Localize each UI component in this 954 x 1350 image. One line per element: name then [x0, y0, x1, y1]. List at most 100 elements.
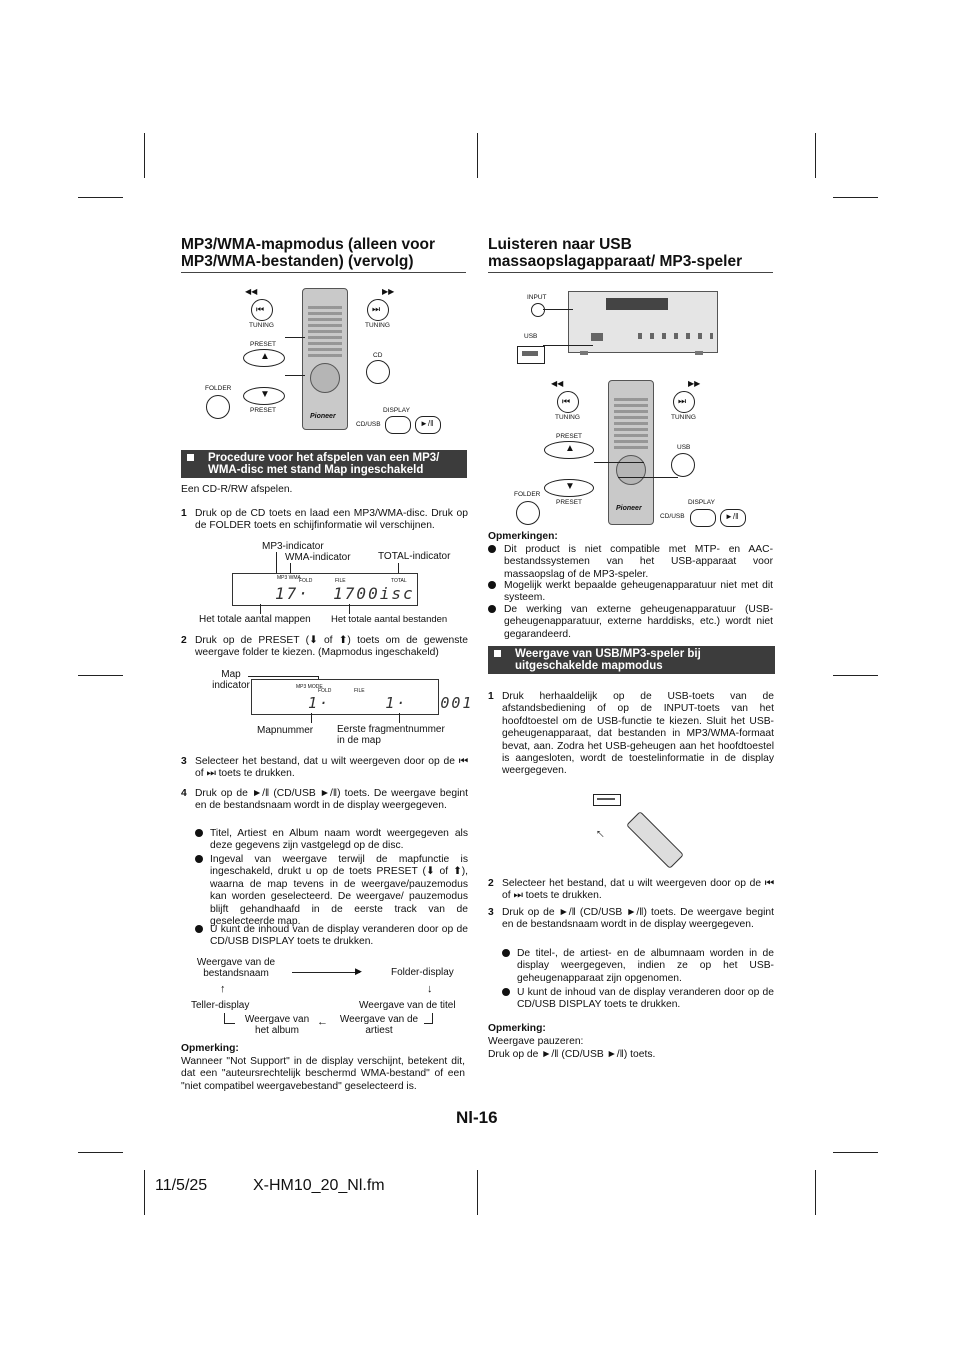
input-label: INPUT — [527, 294, 547, 301]
bullet-icon — [488, 545, 496, 553]
right-title: Luisteren naar USB massaopslagapparaat/ … — [488, 236, 743, 270]
pointer-line — [311, 713, 312, 723]
usb-stick-icon — [626, 811, 684, 869]
preset-up-button[interactable]: ▲ — [243, 349, 285, 367]
crop-mark — [833, 675, 878, 676]
folder-button[interactable] — [516, 501, 540, 525]
file-indicator: FILE — [354, 688, 365, 694]
fold-indicator: FOLD — [318, 688, 332, 694]
first-track-label: Eerste fragmentnummer in de map — [337, 724, 445, 746]
left-bullet-3: U kunt de inhoud van de display verander… — [195, 924, 468, 949]
crop-mark — [78, 197, 123, 198]
preset-up-label: PRESET — [250, 341, 277, 348]
flow-filename: Weergave van de bestandsnaam — [196, 957, 276, 979]
remote-keypad — [614, 397, 648, 452]
file-indicator: FILE — [335, 578, 346, 584]
right-step-3: 3 Druk op de ►/‖ (CD/USB ►/‖) toets. De … — [488, 907, 774, 931]
footer-filename: X-HM10_20_Nl.fm — [253, 1177, 385, 1194]
crop-mark — [144, 1170, 145, 1215]
input-button[interactable] — [531, 303, 545, 317]
rewind-arrows-icon: ◀◀ — [551, 379, 564, 388]
left-note-heading: Opmerking: — [181, 1043, 239, 1054]
left-section-bar: Procedure voor het afspelen van een MP3/… — [181, 450, 467, 478]
right-note-heading: Opmerking: — [488, 1023, 546, 1034]
crop-mark — [78, 1152, 123, 1153]
right-remote-figure: Pioneer ◀◀ ⏮ TUNING ▶▶ ⏭ TUNING PRESET ▲… — [508, 377, 758, 527]
tuning-right-button[interactable]: ⏭ — [367, 299, 389, 321]
rewind-arrows-icon: ◀◀ — [245, 287, 258, 296]
preset-up-button[interactable]: ▲ — [544, 441, 594, 459]
crop-mark — [477, 1170, 478, 1215]
mp3-wma-indicator: MP3 WMA — [277, 575, 301, 581]
right-bullet-2: U kunt de inhoud van de display verander… — [502, 987, 774, 1012]
tuning-left-button[interactable]: ⏮ — [251, 299, 273, 321]
crop-mark — [833, 1152, 878, 1153]
forward-arrows-icon: ▶▶ — [382, 287, 395, 296]
arrow-down-icon: ↓ — [427, 983, 433, 995]
right-section-bar: Weergave van USB/MP3-speler bij uitgesch… — [488, 646, 775, 674]
total-folders-label: Het totale aantal mappen — [199, 614, 311, 625]
arrow-down-icon: ▼ — [260, 389, 270, 400]
crop-mark — [144, 133, 145, 178]
preset-up-label: PRESET — [556, 433, 583, 440]
preset-down-button[interactable]: ▼ — [243, 387, 285, 405]
tuning-right-button[interactable]: ⏭ — [673, 391, 695, 413]
play-pause-button[interactable]: ►/‖ — [720, 509, 746, 527]
bullet-icon — [502, 988, 510, 996]
tuning-right-label: TUNING — [365, 322, 390, 329]
cd-button[interactable] — [366, 360, 390, 384]
folder-number-label: Mapnummer — [257, 725, 314, 736]
folder-button[interactable] — [206, 395, 230, 419]
bullet-icon — [195, 855, 203, 863]
skip-back-icon: ⏮ — [562, 396, 571, 406]
skip-forward-icon: ⏭ — [372, 304, 381, 314]
wma-indicator-label: WMA-indicator — [285, 552, 351, 563]
pointer-line — [285, 337, 305, 338]
arrow-left-icon: ← — [317, 1016, 328, 1028]
tuning-left-label: TUNING — [249, 322, 274, 329]
tuning-right-label: TUNING — [671, 414, 696, 421]
usb-stick-figure: ↑ — [590, 790, 684, 875]
flow-counter: Teller-display — [191, 1000, 250, 1011]
left-note-text: Wanneer "Not Support" in de display vers… — [181, 1056, 465, 1092]
crop-mark — [78, 675, 123, 676]
remote-dpad — [310, 363, 340, 393]
pointer-line — [543, 345, 593, 346]
unit-foot — [580, 351, 588, 355]
display-panel-1: MP3 WMA FOLD FILE TOTAL 17· 1700isc — [232, 573, 418, 606]
display-button[interactable] — [690, 509, 716, 527]
left-bullet-1: Titel, Artiest en Album naam wordt weerg… — [195, 828, 468, 853]
arrow-up-icon: ↑ — [220, 983, 226, 995]
cdusb-label: CD/USB — [660, 513, 685, 520]
display-button[interactable] — [385, 416, 411, 434]
footer-date: 11/5/25 — [155, 1177, 208, 1194]
right-step-1: 1 Druk herhaaldelijk op de USB-toets van… — [488, 691, 774, 777]
flow-corner-right — [424, 1013, 433, 1024]
pointer-line — [285, 375, 305, 376]
crop-mark — [815, 1170, 816, 1215]
pointer-line — [290, 563, 291, 574]
play-pause-button[interactable]: ►/‖ — [415, 416, 441, 434]
preset-down-button[interactable]: ▼ — [544, 479, 594, 497]
left-bullet-2: Ingeval van weergave terwijl de mapfunct… — [195, 854, 468, 928]
skip-forward-icon: ⏭ — [678, 396, 687, 406]
usb-port[interactable] — [517, 346, 545, 364]
pointer-line — [349, 604, 350, 614]
flow-arrow-right — [292, 972, 360, 973]
pointer-line — [260, 604, 261, 614]
tuning-left-button[interactable]: ⏮ — [557, 391, 579, 413]
cdusb-label: CD/USB — [356, 421, 381, 428]
pointer-line — [398, 563, 399, 574]
unit-display — [606, 298, 668, 310]
right-note-line-2: Druk op de ►/‖ (CD/USB ►/‖) toets. — [488, 1049, 656, 1060]
bullet-icon — [488, 581, 496, 589]
main-unit-figure: INPUT USB — [510, 288, 725, 368]
folder-label: FOLDER — [514, 491, 541, 498]
usb-button[interactable] — [671, 453, 695, 477]
folder-label: FOLDER — [205, 385, 232, 392]
remote-brand: Pioneer — [310, 413, 336, 420]
pointer-line — [594, 462, 644, 463]
insert-arrow-icon: ↑ — [591, 824, 608, 842]
crop-mark — [815, 133, 816, 178]
skip-back-icon: ⏮ — [256, 304, 265, 314]
